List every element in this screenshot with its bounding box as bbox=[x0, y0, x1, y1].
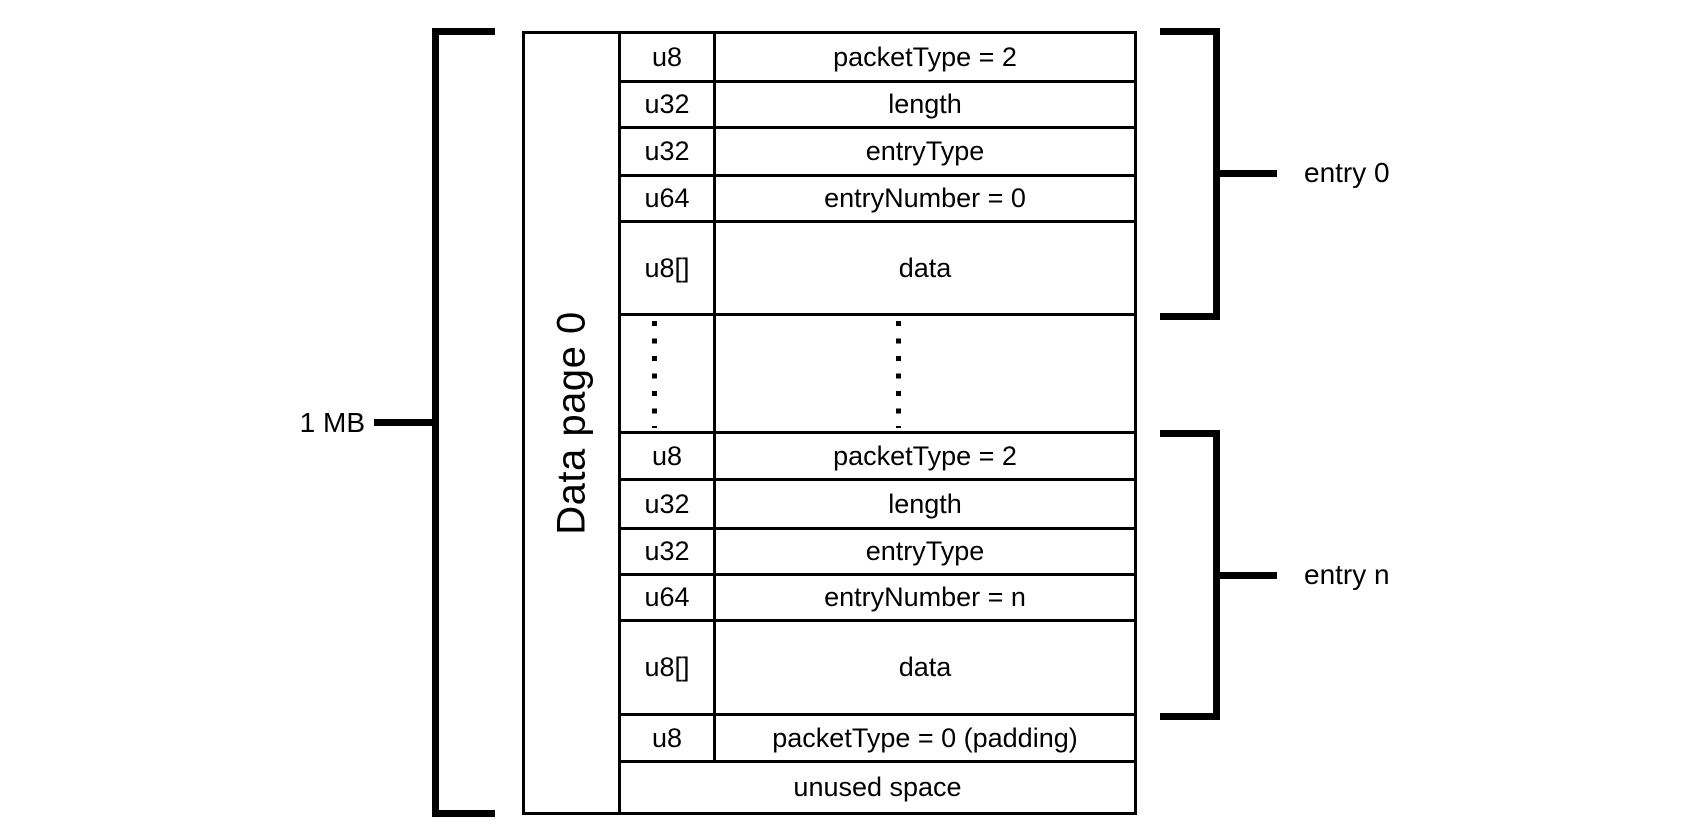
field-row: u8[] data bbox=[621, 223, 1134, 316]
ellipsis-dots-icon bbox=[896, 321, 901, 428]
field-row: u8[] data bbox=[621, 622, 1134, 716]
data-page-table: Data page 0 u8 packetType = 2 u32 length… bbox=[522, 31, 1137, 815]
field-row: u32 length bbox=[621, 481, 1134, 530]
entry-0-label: entry 0 bbox=[1304, 157, 1390, 188]
field-value: length bbox=[888, 89, 962, 119]
entry-n-bracket bbox=[1160, 430, 1220, 720]
field-type: u8 bbox=[621, 434, 716, 478]
field-type: u8 bbox=[621, 34, 716, 80]
page-column-label: Data page 0 bbox=[549, 311, 593, 535]
field-value: data bbox=[898, 652, 952, 682]
page-column: Data page 0 bbox=[525, 34, 621, 812]
field-row: u32 entryType bbox=[621, 530, 1134, 576]
field-type: u32 bbox=[621, 481, 716, 527]
field-row: u8 packetType = 2 bbox=[621, 34, 1134, 83]
field-type: u32 bbox=[621, 530, 716, 573]
entry-0-bracket bbox=[1160, 28, 1220, 320]
field-row: u64 entryNumber = n bbox=[621, 576, 1134, 622]
entry-n-label: entry n bbox=[1304, 559, 1390, 590]
size-bracket-tick bbox=[374, 419, 432, 426]
field-row: u32 length bbox=[621, 83, 1134, 129]
field-value: entryNumber = 0 bbox=[824, 183, 1026, 213]
field-row: u64 entryNumber = 0 bbox=[621, 177, 1134, 223]
field-row: u32 entryType bbox=[621, 129, 1134, 177]
field-type: u8[] bbox=[621, 223, 716, 313]
ellipsis-row bbox=[621, 316, 1134, 434]
field-row: u8 packetType = 0 (padding) bbox=[621, 716, 1134, 763]
field-type: u64 bbox=[621, 177, 716, 220]
field-value: packetType = 0 (padding) bbox=[772, 722, 1078, 753]
field-type: u64 bbox=[621, 576, 716, 619]
ellipsis-value-cell bbox=[716, 316, 1134, 431]
unused-space-row: unused space bbox=[621, 763, 1134, 812]
field-value: packetType = 2 bbox=[833, 41, 1017, 72]
size-label: 1 MB bbox=[299, 407, 365, 438]
field-value: packetType = 2 bbox=[833, 440, 1017, 471]
field-row: u8 packetType = 2 bbox=[621, 434, 1134, 481]
field-type: u8 bbox=[621, 716, 716, 760]
size-bracket bbox=[432, 28, 495, 817]
field-rows: u8 packetType = 2 u32 length u32 entryTy… bbox=[621, 34, 1134, 812]
field-type: u8[] bbox=[621, 622, 716, 713]
field-value: entryNumber = n bbox=[824, 582, 1026, 612]
entry-n-bracket-tick bbox=[1220, 572, 1277, 579]
field-value: data bbox=[898, 252, 952, 283]
unused-space-label: unused space bbox=[793, 772, 962, 802]
field-value: entryType bbox=[865, 536, 985, 566]
field-type: u32 bbox=[621, 83, 716, 126]
field-value: length bbox=[888, 488, 962, 519]
field-value: entryType bbox=[865, 136, 985, 166]
ellipsis-type-cell bbox=[621, 316, 716, 431]
ellipsis-dots-icon bbox=[652, 321, 657, 428]
field-type: u32 bbox=[621, 129, 716, 174]
entry-0-bracket-tick bbox=[1220, 170, 1277, 177]
